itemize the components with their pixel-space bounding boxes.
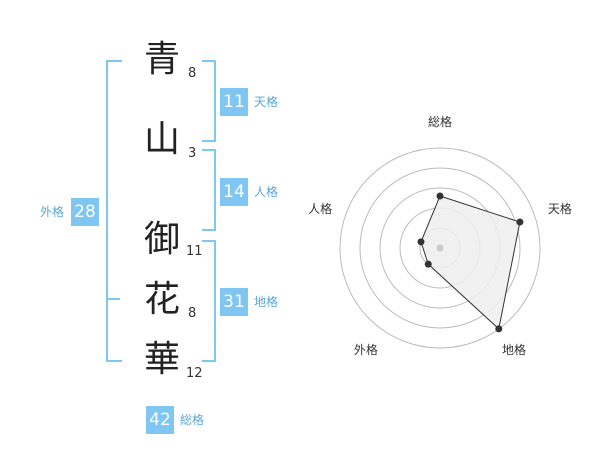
radar-data-point [424,260,432,268]
stroke-count-4: 8 [188,306,197,321]
tenkaku-bracket [202,60,216,142]
gaikaku-value: 28 [71,198,99,226]
chikaku-label: 地格 [254,295,279,309]
stroke-count-5: 12 [186,366,203,381]
radar-data-point [417,238,425,246]
soukaku-value: 42 [146,406,174,434]
chikaku-bracket [202,240,216,362]
radar-grid-ring [339,147,541,349]
jinkaku-label: 人格 [254,185,279,199]
stroke-count-3: 11 [186,244,203,259]
radar-grid-ring [359,167,521,329]
radar-axis-label: 外格 [354,342,378,357]
radar-data-point [495,325,503,333]
gaikaku-bracket-tick [106,298,120,300]
name-char-3: 御 [143,219,180,260]
tenkaku-label: 天格 [254,95,279,109]
name-char-4: 花 [143,279,180,320]
radar-axis-label: 天格 [548,201,572,216]
name-char-5: 華 [143,339,180,380]
radar-axis-label: 地格 [502,342,526,357]
radar-data-point [516,218,524,226]
radar-axis-label: 総格 [428,114,452,129]
radar-center-point [436,244,444,252]
jinkaku-bracket [202,149,216,231]
gaikaku-label: 外格 [40,205,65,219]
stroke-count-2: 3 [188,146,197,161]
soukaku-label: 総格 [180,413,205,427]
radar-axis-label: 人格 [308,201,332,216]
name-char-2: 山 [143,119,180,160]
jinkaku-value: 14 [220,178,248,206]
radar-series-area [420,195,521,330]
gaikaku-bracket [106,60,122,362]
chikaku-value: 31 [220,288,248,316]
name-char-1: 青 [143,39,180,80]
radar-data-point [436,192,444,200]
tenkaku-value: 11 [220,88,248,116]
stroke-count-1: 8 [188,66,197,81]
